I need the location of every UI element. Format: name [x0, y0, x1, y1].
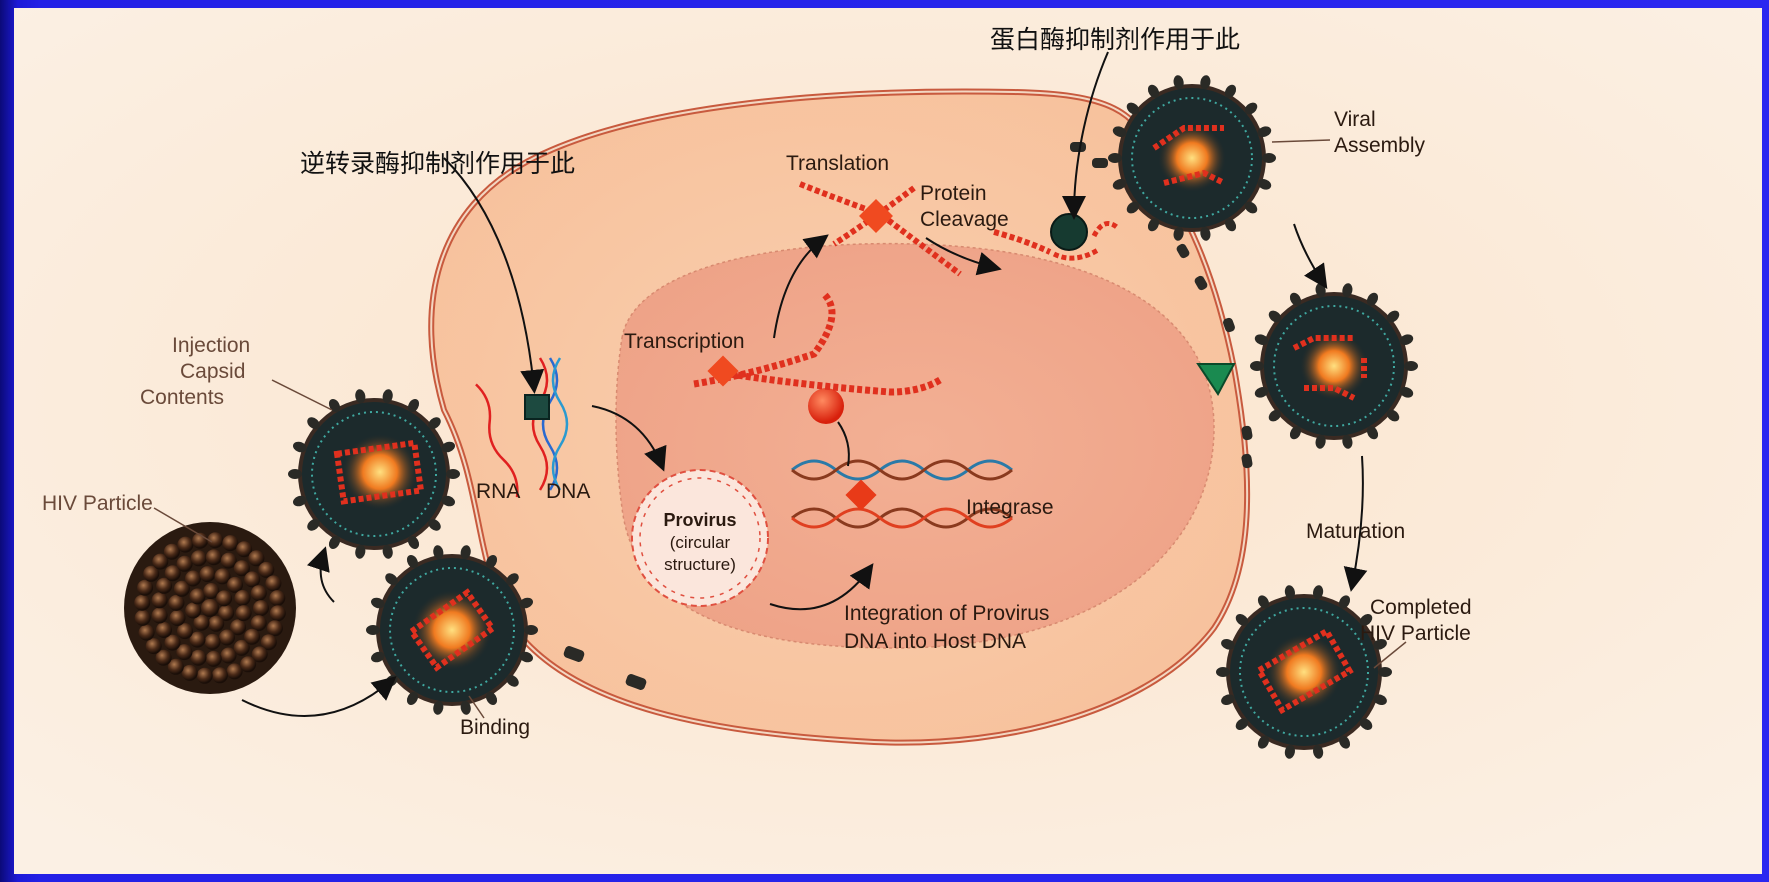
integration-label-2: DNA into Host DNA [844, 630, 1026, 653]
protein-cleavage-label-1: Protein [920, 182, 987, 205]
particle-bump [267, 620, 283, 636]
particle-bump [201, 599, 219, 617]
virion-spike [446, 469, 460, 479]
particle-bump [270, 605, 286, 621]
particle-bump [191, 650, 207, 666]
maturation-virion [1262, 294, 1406, 438]
virion-spike [288, 469, 302, 479]
particle-bump [191, 550, 207, 566]
particle-bump [182, 665, 198, 681]
particle-bump [177, 537, 193, 553]
particle-bump [185, 571, 201, 587]
particle-bump [200, 566, 216, 582]
integration-label-1: Integration of Provirus [844, 602, 1049, 625]
virion-spike [1404, 361, 1418, 371]
particle-bump [190, 588, 206, 604]
particle-bump [222, 535, 238, 551]
particle-bump [168, 595, 184, 611]
particle-bump [219, 630, 235, 646]
completed-label-1: Completed [1370, 596, 1472, 619]
virion-spike [524, 625, 538, 635]
rna-label: RNA [476, 480, 520, 503]
particle-bump [152, 592, 168, 608]
particle-bump [146, 638, 162, 654]
viral-assembly-label-1: Viral [1334, 108, 1376, 131]
injection-label-1: Injection [172, 334, 250, 357]
maturation-label: Maturation [1306, 520, 1405, 543]
particle-bump [139, 625, 155, 641]
hiv-life-cycle-diagram: 逆转录酶抑制剂作用于此 蛋白酶抑制剂作用于此 Translation Prote… [14, 8, 1762, 874]
particle-bump [258, 562, 274, 578]
completed-virion [1228, 596, 1380, 748]
assembly-virion [1120, 86, 1264, 230]
provirus-label: Provirus [663, 510, 736, 530]
injection-label-2: Capsid [180, 360, 245, 383]
rt-inhibitor-label: 逆转录酶抑制剂作用于此 [300, 149, 575, 178]
particle-bump [206, 549, 222, 565]
particle-bump [253, 600, 269, 616]
particle-bump [177, 556, 193, 572]
particle-bump [240, 656, 256, 672]
particle-bump [197, 668, 213, 684]
injection-label-3: Contents [140, 386, 224, 409]
particle-bump [251, 615, 267, 631]
protease-inhibitor-label: 蛋白酶抑制剂作用于此 [990, 25, 1240, 54]
integrase-ball-icon [808, 388, 844, 424]
protease-icon [1051, 214, 1087, 250]
virion-spike [1216, 667, 1230, 677]
virion-spike [1378, 667, 1392, 677]
particle-bump [135, 610, 151, 626]
particle-bump [137, 580, 153, 596]
virion-spike [366, 625, 380, 635]
transcription-label: Transcription [624, 330, 745, 353]
particle-bump [134, 595, 150, 611]
particle-bump [185, 603, 201, 619]
particle-bump [236, 605, 252, 621]
injection-virion [300, 400, 448, 548]
hiv-particle-label: HIV Particle [42, 492, 153, 515]
particle-bump [205, 634, 221, 650]
protein-cleavage-label-2: Cleavage [920, 208, 1009, 231]
particle-bump [265, 575, 281, 591]
reverse-transcriptase-icon [525, 395, 549, 419]
provirus-label-3: structure) [664, 555, 736, 574]
diagram-stage: 逆转录酶抑制剂作用于此 蛋白酶抑制剂作用于此 Translation Prote… [14, 8, 1762, 874]
particle-bump [206, 651, 222, 667]
particle-bump [216, 590, 232, 606]
particle-bump [208, 616, 224, 632]
binding-label: Binding [460, 716, 530, 739]
particle-bump [269, 590, 285, 606]
hiv-particle-ball [124, 522, 296, 694]
virion-spike [1108, 153, 1122, 163]
particle-bump [244, 571, 260, 587]
virion-spike [1250, 361, 1264, 371]
dna-label: DNA [546, 480, 590, 503]
particle-bump [212, 667, 228, 683]
particle-bump [156, 622, 172, 638]
particle-bump [221, 648, 237, 664]
particle-bump [244, 629, 260, 645]
provirus-label-2: (circular [670, 533, 731, 552]
particle-bump [235, 590, 251, 606]
integrase-label: Integrase [966, 496, 1054, 519]
translation-label: Translation [786, 152, 889, 175]
particle-bump [251, 585, 267, 601]
particle-bump [227, 663, 243, 679]
virion-spike [1262, 153, 1276, 163]
particle-bump [164, 544, 180, 560]
binding-virion [378, 556, 526, 704]
completed-label-2: HIV Particle [1360, 622, 1471, 645]
viral-assembly-label-2: Assembly [1334, 134, 1426, 157]
particle-bump [170, 610, 186, 626]
particle-bump [152, 608, 168, 624]
